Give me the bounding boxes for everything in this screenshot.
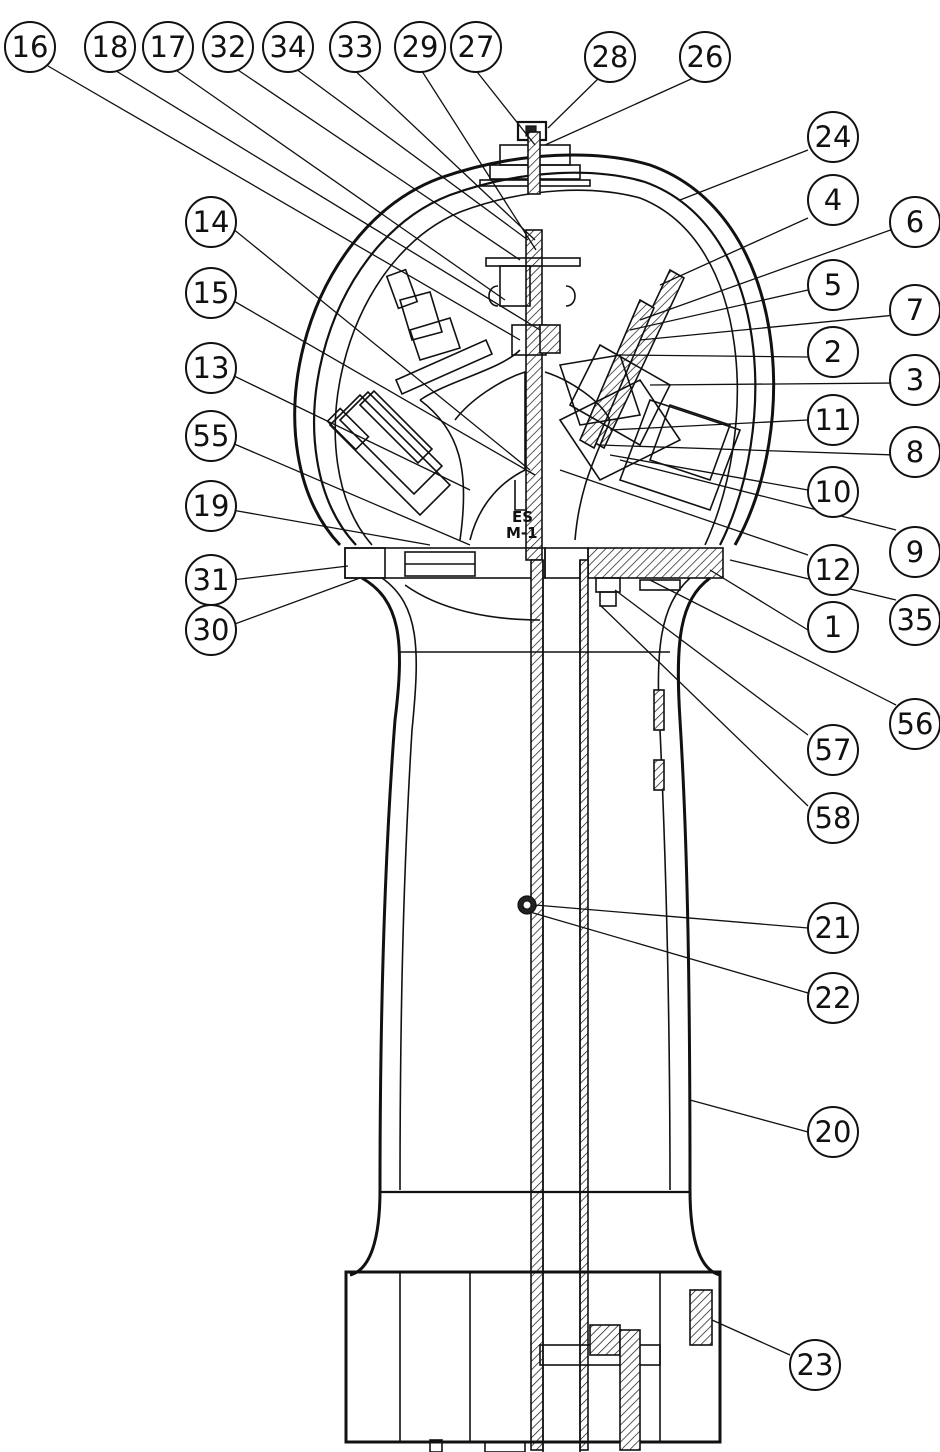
svg-text:6: 6 xyxy=(906,205,924,239)
svg-text:5: 5 xyxy=(824,268,842,302)
svg-text:10: 10 xyxy=(815,475,852,509)
callout-57: 57 xyxy=(807,724,859,776)
base-flange xyxy=(344,547,724,607)
callout-20: 20 xyxy=(807,1106,859,1158)
callout-1: 1 xyxy=(807,601,859,653)
stamp-line-1: ES xyxy=(512,508,533,526)
left-valve xyxy=(385,268,521,541)
callout-34: 34 xyxy=(262,21,314,73)
callout-23: 23 xyxy=(789,1339,841,1391)
svg-text:14: 14 xyxy=(193,205,230,239)
callout-14: 14 xyxy=(185,196,237,248)
callout-18: 18 xyxy=(84,21,136,73)
svg-text:56: 56 xyxy=(897,707,934,741)
callout-9: 9 xyxy=(889,526,940,578)
callout-11: 11 xyxy=(807,394,859,446)
svg-text:17: 17 xyxy=(150,30,187,64)
svg-text:7: 7 xyxy=(906,293,924,327)
callout-15: 15 xyxy=(185,267,237,319)
callout-33: 33 xyxy=(329,21,381,73)
svg-text:30: 30 xyxy=(193,613,230,647)
svg-text:26: 26 xyxy=(687,40,724,74)
svg-text:21: 21 xyxy=(815,911,852,945)
callout-2: 2 xyxy=(807,326,859,378)
svg-text:2: 2 xyxy=(824,335,842,369)
svg-text:27: 27 xyxy=(458,30,495,64)
left-coupling xyxy=(326,389,452,517)
svg-text:55: 55 xyxy=(193,419,230,453)
callout-35: 35 xyxy=(889,594,940,646)
svg-text:29: 29 xyxy=(402,30,439,64)
callout-30: 30 xyxy=(185,604,237,656)
stamp-line-2: M-1 xyxy=(506,524,538,542)
svg-text:31: 31 xyxy=(193,563,230,597)
callout-6: 6 xyxy=(889,196,940,248)
right-coupling xyxy=(558,268,742,512)
valve-body: ES M-1 xyxy=(454,370,611,542)
svg-text:20: 20 xyxy=(815,1115,852,1149)
svg-text:13: 13 xyxy=(193,351,230,385)
svg-text:15: 15 xyxy=(193,276,230,310)
callout-26: 26 xyxy=(679,31,731,83)
callout-55: 55 xyxy=(185,410,237,462)
svg-text:8: 8 xyxy=(906,435,924,469)
svg-text:34: 34 xyxy=(270,30,307,64)
callout-4: 4 xyxy=(807,174,859,226)
svg-text:58: 58 xyxy=(815,801,852,835)
callout-16: 16 xyxy=(4,21,56,73)
svg-text:24: 24 xyxy=(815,120,852,154)
callout-32: 32 xyxy=(202,21,254,73)
svg-text:33: 33 xyxy=(337,30,374,64)
callout-27: 27 xyxy=(450,21,502,73)
callout-29: 29 xyxy=(394,21,446,73)
svg-text:35: 35 xyxy=(897,603,934,637)
svg-text:1: 1 xyxy=(824,610,842,644)
callout-31: 31 xyxy=(185,554,237,606)
base-box xyxy=(344,1270,722,1452)
svg-text:32: 32 xyxy=(210,30,247,64)
callout-5: 5 xyxy=(807,259,859,311)
callout-3: 3 xyxy=(889,354,940,406)
callout-56: 56 xyxy=(889,698,940,750)
svg-text:16: 16 xyxy=(12,30,49,64)
svg-text:23: 23 xyxy=(797,1348,834,1382)
svg-text:28: 28 xyxy=(592,40,629,74)
top-cap xyxy=(479,120,591,195)
riser-pipe xyxy=(517,559,589,1452)
callout-7: 7 xyxy=(889,284,940,336)
callout-13: 13 xyxy=(185,342,237,394)
callout-17: 17 xyxy=(142,21,194,73)
callout-24: 24 xyxy=(807,111,859,163)
svg-text:22: 22 xyxy=(815,981,852,1015)
svg-text:11: 11 xyxy=(815,403,852,437)
svg-text:3: 3 xyxy=(906,363,924,397)
callout-10: 10 xyxy=(807,466,859,518)
callout-28: 28 xyxy=(584,31,636,83)
svg-text:4: 4 xyxy=(824,183,842,217)
svg-text:57: 57 xyxy=(815,733,852,767)
callout-8: 8 xyxy=(889,426,940,478)
callout-19: 19 xyxy=(185,480,237,532)
column-housing xyxy=(349,576,721,1277)
callout-58: 58 xyxy=(807,792,859,844)
svg-text:12: 12 xyxy=(815,553,852,587)
svg-text:18: 18 xyxy=(92,30,129,64)
svg-text:19: 19 xyxy=(193,489,230,523)
callout-12: 12 xyxy=(807,544,859,596)
leader-lines xyxy=(47,65,897,1356)
callout-22: 22 xyxy=(807,972,859,1024)
callout-21: 21 xyxy=(807,902,859,954)
spindle xyxy=(485,229,581,561)
svg-text:9: 9 xyxy=(906,535,924,569)
